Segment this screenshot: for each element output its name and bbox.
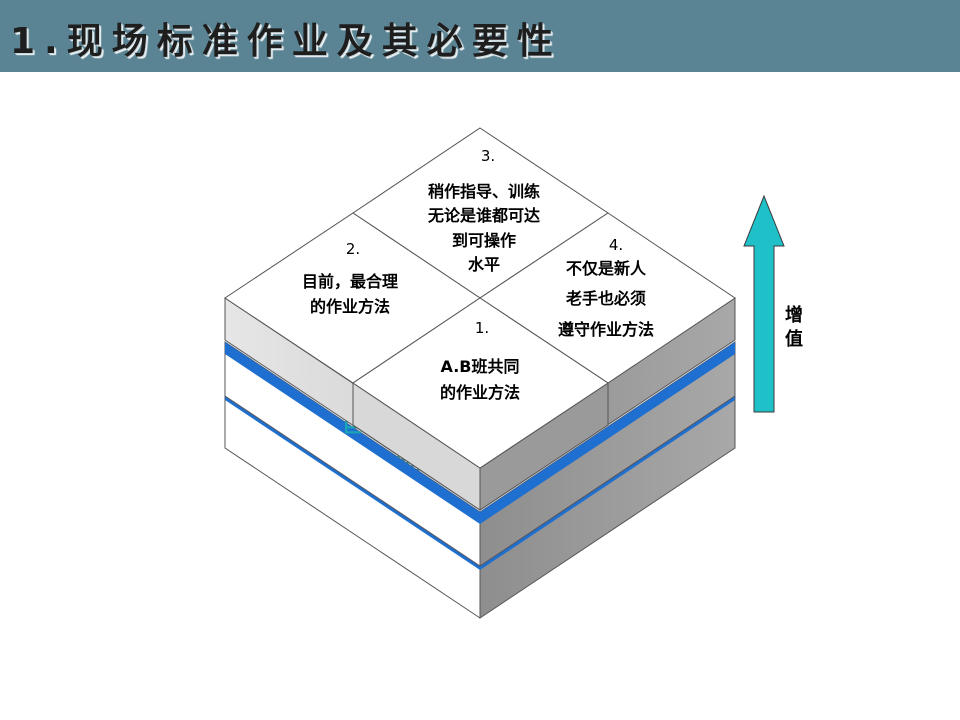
quadrant-2-line-2: 的作业方法	[310, 297, 390, 316]
up-arrow-icon	[743, 194, 785, 413]
quadrant-2-number: 2.	[346, 240, 360, 258]
value-label-2: 值	[785, 328, 803, 350]
value-label-1: 增	[785, 304, 803, 326]
quadrant-1-text: 1. A.B班共同 的作业方法	[440, 319, 520, 402]
quadrant-3-number: 3.	[481, 147, 495, 165]
quadrant-4-line-3: 遵守作业方法	[558, 320, 654, 339]
quadrant-3-line-4: 水平	[468, 255, 500, 274]
quadrant-3-text: 3. 稍作指导、训练 无论是谁都可达 到可操作 水平	[427, 147, 540, 274]
quadrant-3-line-3: 到可操作	[452, 231, 516, 250]
quadrant-3-line-1: 稍作指导、训练	[428, 182, 540, 201]
quadrant-2-line-1: 目前，最合理	[302, 272, 398, 291]
quadrant-1-line-1: A.B班共同	[441, 357, 520, 376]
layer-middle: 巨	[224, 341, 736, 567]
quadrant-4-line-1: 不仅是新人	[566, 259, 647, 278]
top-block-sides	[224, 297, 736, 511]
quadrant-1-number: 1.	[475, 319, 489, 337]
quadrant-4-text: 4. 不仅是新人 老手也必须 遵守作业方法	[558, 236, 654, 339]
quadrant-2-text: 2. 目前，最合理 的作业方法	[302, 240, 398, 316]
slide-title: 1.现场标准作业及其必要性	[10, 21, 562, 62]
quadrant-1-face	[352, 297, 609, 469]
title-bar: 1.现场标准作业及其必要性	[0, 0, 960, 72]
quadrant-4-line-2: 老手也必须	[565, 289, 646, 308]
quadrant-1-line-2: 的作业方法	[440, 383, 520, 402]
quadrant-4-number: 4.	[609, 236, 623, 254]
quadrant-3-line-2: 无论是谁都可达	[427, 206, 540, 225]
